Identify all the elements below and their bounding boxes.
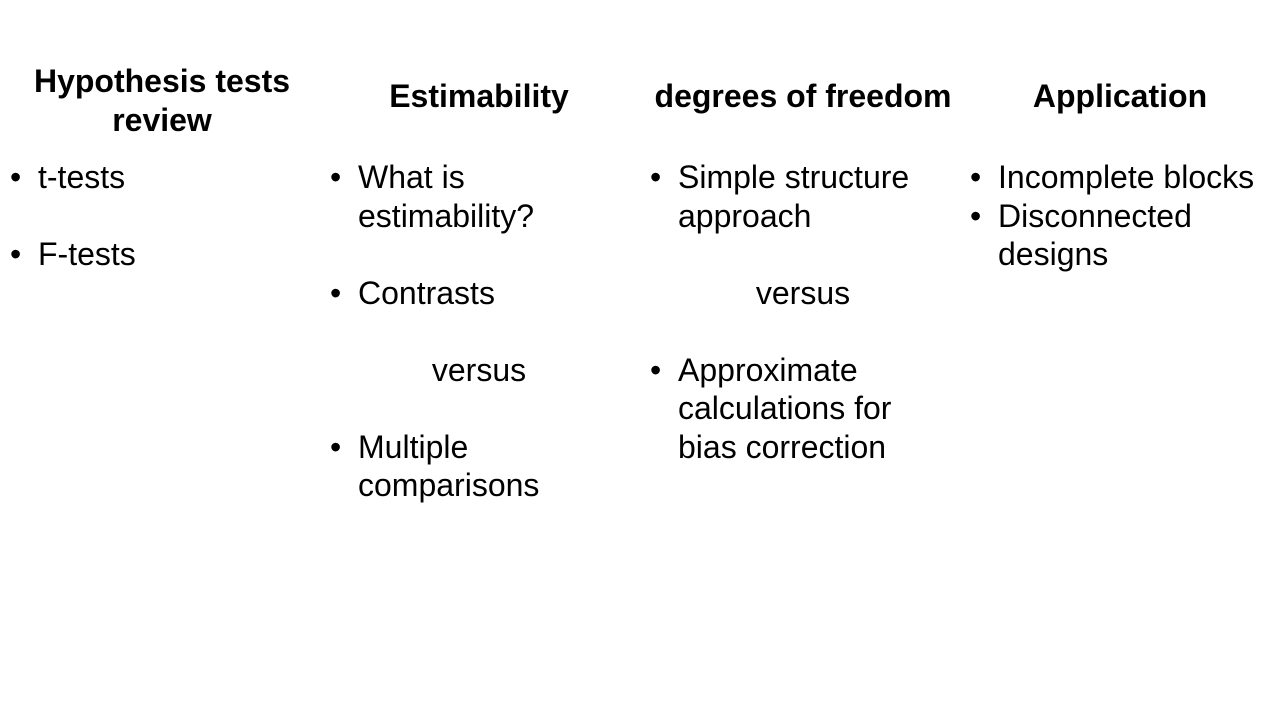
column-hypothesis-tests-review: Hypothesis tests review • t-tests • F-te… <box>10 0 314 720</box>
bullet-item: • F-tests <box>10 235 314 274</box>
bullet-item-text: Disconnected designs <box>998 197 1192 273</box>
column-title: Application <box>1032 78 1208 114</box>
bullet-item-text: Contrasts <box>358 274 495 311</box>
versus-text: versus <box>755 274 851 311</box>
versus-text: versus <box>431 351 527 388</box>
bullet-item: • Disconnected designs <box>970 197 1270 274</box>
bullet-icon: • <box>330 274 342 311</box>
bullet-icon: • <box>970 197 982 234</box>
column-body: • Incomplete blocks • Disconnected desig… <box>970 158 1270 274</box>
versus-separator: versus <box>650 274 956 313</box>
bullet-icon: • <box>650 159 662 195</box>
bullet-item: • What is estimability? <box>330 158 628 235</box>
bullet-icon: • <box>330 159 342 195</box>
bullet-item-text: F-tests <box>38 236 136 272</box>
bullet-item-text: What is estimability? <box>358 159 535 234</box>
bullet-icon: • <box>330 428 342 465</box>
bullet-item: • Multiple comparisons <box>330 428 628 505</box>
bullet-item: • Contrasts <box>330 274 628 313</box>
column-degrees-of-freedom: degrees of freedom • Simple structure ap… <box>650 0 956 720</box>
bullet-item: • Simple structure approach <box>650 158 956 235</box>
column-body: • What is estimability? • Contrasts vers… <box>330 158 628 505</box>
bullet-icon: • <box>650 351 662 388</box>
column-estimability: Estimability • What is estimability? • C… <box>330 0 628 720</box>
bullet-item-text: Multiple comparisons <box>358 428 540 504</box>
bullet-icon: • <box>10 236 22 272</box>
bullet-item: • Approximate calculations for bias corr… <box>650 351 956 467</box>
bullet-item-text: Approximate calculations for bias correc… <box>678 351 892 465</box>
bullet-item: • Incomplete blocks <box>970 158 1270 197</box>
column-body: • Simple structure approach versus • App… <box>650 158 956 466</box>
column-title: Hypothesis tests review <box>33 63 291 138</box>
versus-separator: versus <box>330 351 628 390</box>
bullet-item-text: Incomplete blocks <box>998 159 1255 195</box>
column-application: Application • Incomplete blocks • Discon… <box>970 0 1270 720</box>
bullet-item-text: Simple structure approach <box>678 159 910 234</box>
bullet-item: • t-tests <box>10 158 314 197</box>
column-body: • t-tests • F-tests <box>10 158 314 274</box>
bullet-icon: • <box>970 159 982 195</box>
column-title: degrees of freedom <box>654 78 952 114</box>
column-title: Estimability <box>389 78 569 114</box>
bullet-icon: • <box>10 159 22 195</box>
bullet-item-text: t-tests <box>38 159 126 195</box>
